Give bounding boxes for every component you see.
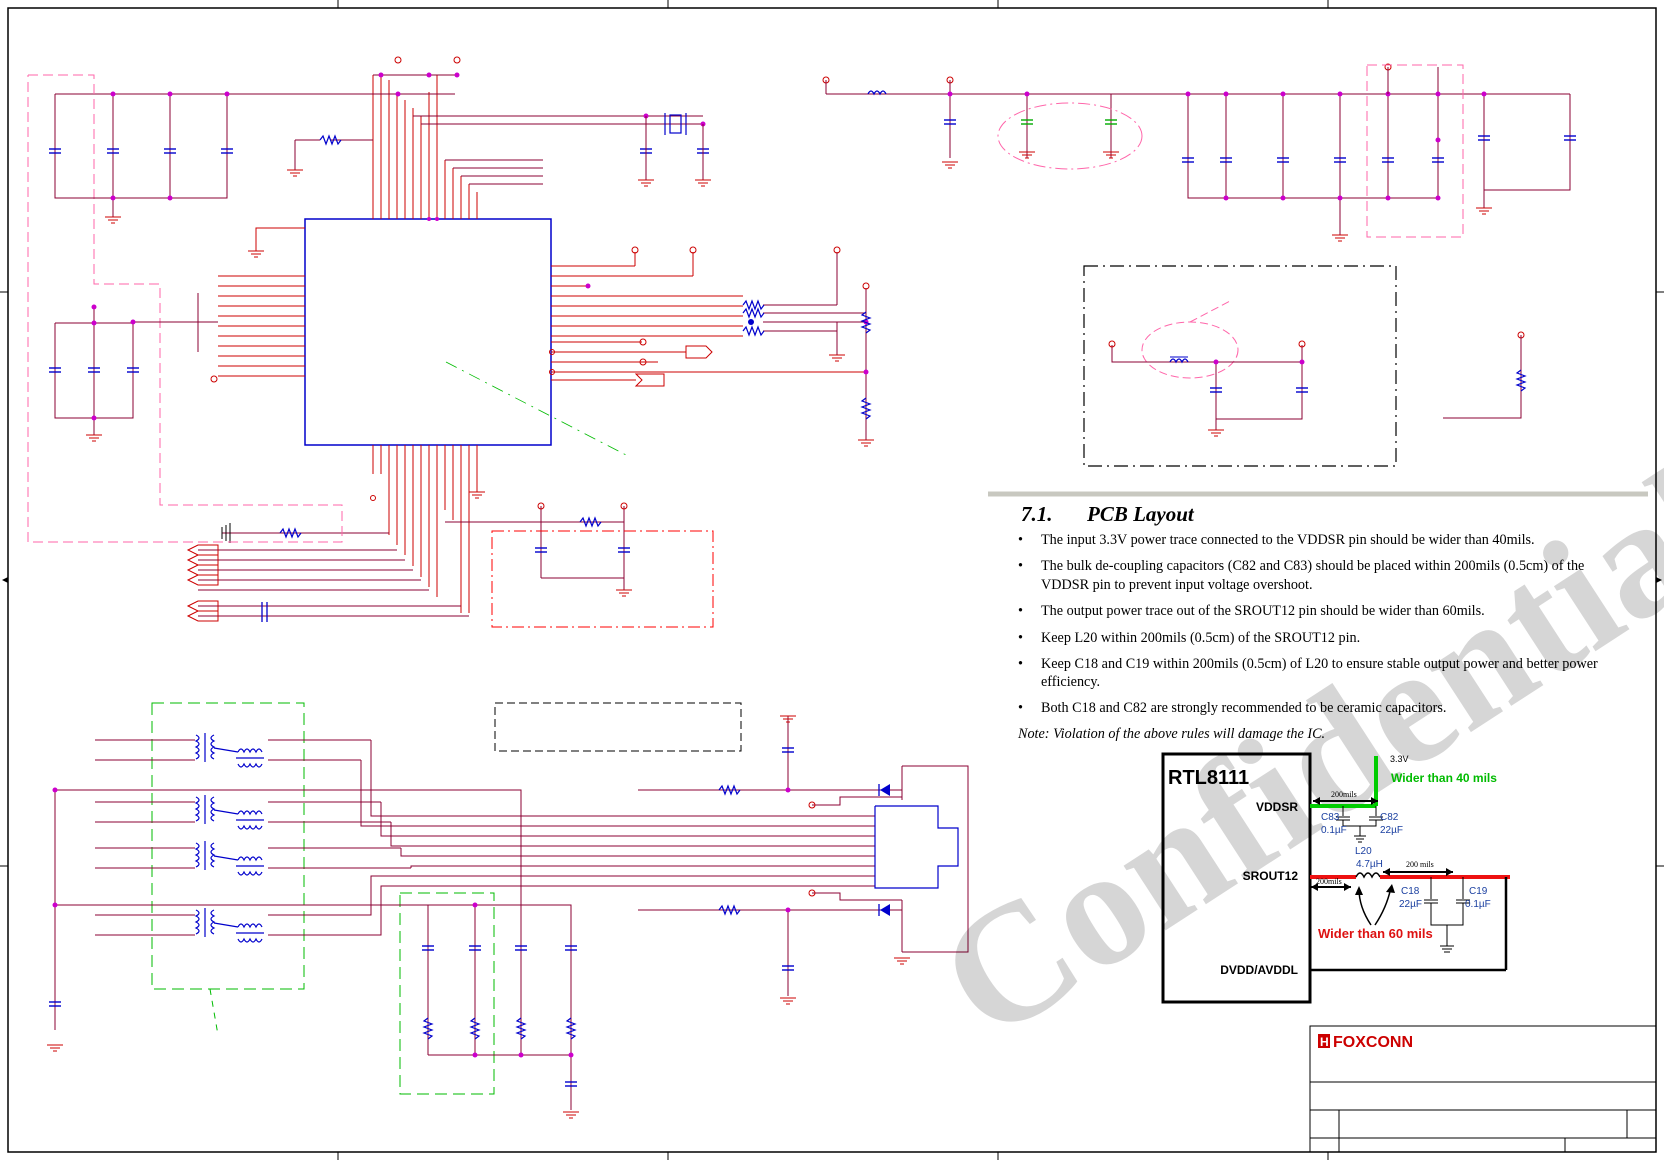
bullet-item: The bulk de-coupling capacitors (C82 and…	[1041, 558, 1584, 574]
bullet-dot: •	[1018, 630, 1023, 646]
pin-dvdd: DVDD/AVDDL	[1220, 963, 1298, 977]
foxconn-logo: H FOXCONN	[1318, 1034, 1413, 1051]
bullet-item: VDDSR pin to prevent input voltage overs…	[1041, 577, 1313, 593]
c18-label: C18	[1401, 886, 1420, 897]
bullet-item: The input 3.3V power trace connected to …	[1041, 532, 1535, 548]
c82-value: 22µF	[1380, 825, 1403, 836]
logo-mark	[1318, 1034, 1330, 1048]
warning-note: Note: Violation of the above rules will …	[1017, 726, 1325, 742]
bullet-item: Keep C18 and C19 within 200mils (0.5cm) …	[1041, 656, 1598, 672]
main-ic	[304, 218, 552, 446]
bullet-dot: •	[1018, 656, 1023, 672]
dim-200-a: 200mils	[1331, 790, 1357, 799]
section-title: PCB Layout	[1086, 502, 1195, 526]
logo-text: FOXCONN	[1333, 1034, 1413, 1051]
bullet-item: The output power trace out of the SROUT1…	[1041, 603, 1485, 619]
c83-value: 0.1µF	[1321, 825, 1347, 836]
logo-mark-letter: H	[1320, 1035, 1329, 1049]
c19-label: C19	[1469, 886, 1488, 897]
dim-200-b: 200 mils	[1406, 860, 1434, 869]
bullet-dot: •	[1018, 700, 1023, 716]
title-block	[1309, 1025, 1656, 1152]
c83-label: C83	[1321, 812, 1340, 823]
note-60mils: Wider than 60 mils	[1318, 926, 1433, 941]
bullet-item: Keep L20 within 200mils (0.5cm) of the S…	[1041, 630, 1360, 646]
rtl8111-diagram: RTL8111 VDDSR SROUT12 DVDD/AVDDL 3.3V Wi…	[1161, 752, 1510, 1004]
magnetics-block	[47, 702, 969, 1119]
bullet-list: • The input 3.3V power trace connected t…	[1018, 532, 1598, 716]
power-rail-block	[822, 63, 1576, 467]
l20-value: 4.7µH	[1356, 859, 1383, 870]
main-ic-block	[27, 56, 874, 628]
rail-label: 3.3V	[1390, 754, 1409, 764]
bullet-dot: •	[1018, 532, 1023, 548]
bullet-dot: •	[1018, 603, 1023, 619]
bullet-dot: •	[1018, 558, 1023, 574]
c82-label: C82	[1380, 812, 1399, 823]
c18-value: 22µF	[1399, 899, 1422, 910]
chip-name: RTL8111	[1168, 767, 1249, 789]
note-40mils: Wider than 40 mils	[1391, 771, 1497, 785]
dim-200-c: 200mils	[1316, 877, 1342, 886]
c19-value: 0.1µF	[1465, 899, 1491, 910]
l20-label: L20	[1355, 846, 1372, 857]
bullet-item: efficiency.	[1041, 674, 1100, 690]
pin-srout12: SROUT12	[1243, 869, 1299, 883]
section-number: 7.1.	[1021, 502, 1053, 526]
pin-vddsr: VDDSR	[1256, 800, 1298, 814]
bullet-item: Both C18 and C82 are strongly recommende…	[1041, 700, 1446, 716]
